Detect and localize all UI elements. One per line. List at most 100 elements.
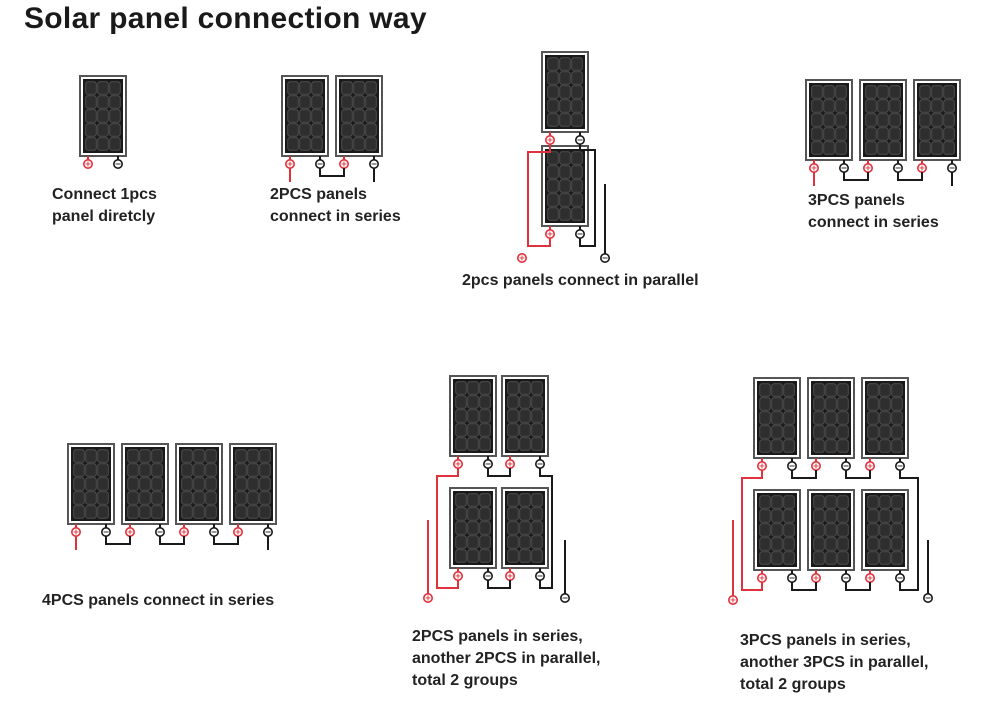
terminal-symbol: − (843, 574, 850, 583)
solar-cell (837, 509, 849, 523)
solar-cell (181, 491, 193, 505)
solar-cell (879, 397, 891, 411)
caption-line: another 2PCS in parallel, (412, 650, 601, 667)
solar-cell (759, 523, 771, 537)
terminal-symbol: − (211, 528, 218, 537)
negative-terminal: − (368, 159, 379, 170)
terminal-symbol: − (485, 460, 492, 469)
solar-cell (867, 411, 879, 425)
solar-panel (79, 75, 127, 160)
caption-series2: 2PCS panels connect in series (270, 184, 401, 228)
solar-cell (571, 179, 583, 193)
positive-terminal: + (864, 460, 875, 471)
solar-cell (109, 95, 121, 109)
positive-terminal: + (233, 526, 244, 537)
solar-cell (341, 81, 353, 95)
solar-cell (879, 439, 891, 453)
solar-cell (235, 477, 247, 491)
solar-cell (813, 537, 825, 551)
solar-cell (837, 523, 849, 537)
solar-cell (299, 81, 311, 95)
solar-cell (479, 381, 491, 395)
solar-cell (85, 95, 97, 109)
solar-cell (559, 85, 571, 99)
negative-wire (791, 470, 817, 479)
caption-line: another 3PCS in parallel, (740, 654, 929, 671)
solar-cell (879, 551, 891, 565)
terminal-symbol: − (789, 574, 796, 583)
solar-cell (931, 141, 943, 155)
solar-cell (559, 207, 571, 221)
negative-terminal: − (894, 572, 905, 583)
solar-cell (507, 493, 519, 507)
solar-cell (825, 523, 837, 537)
solar-cell (287, 137, 299, 151)
terminal-symbol: + (759, 462, 766, 471)
solar-cell (867, 537, 879, 551)
negative-wire (159, 536, 185, 545)
solar-cell (311, 109, 323, 123)
solar-cell (151, 477, 163, 491)
positive-terminal: + (284, 159, 295, 170)
solar-cell (825, 537, 837, 551)
solar-cell (877, 85, 889, 99)
negative-wire (791, 582, 817, 591)
solar-cell (341, 137, 353, 151)
solar-cell (299, 95, 311, 109)
solar-cell (365, 81, 377, 95)
solar-cell (531, 395, 543, 409)
solar-cell (835, 127, 847, 141)
positive-terminal: + (179, 526, 190, 537)
solar-cell (889, 141, 901, 155)
solar-cell (813, 495, 825, 509)
solar-cell (467, 437, 479, 451)
solar-cell (835, 99, 847, 113)
solar-cell (85, 491, 97, 505)
terminal-ring (113, 159, 124, 170)
solar-cell (559, 113, 571, 127)
solar-cell (151, 491, 163, 505)
solar-cell (783, 411, 795, 425)
negative-terminal: − (262, 526, 273, 537)
terminal-symbol: + (759, 574, 766, 583)
solar-panel (805, 79, 853, 164)
solar-panel (449, 487, 497, 572)
solar-cell (891, 523, 903, 537)
terminal-ring (727, 594, 738, 605)
solar-cell (73, 449, 85, 463)
solar-cell (919, 141, 931, 155)
solar-cell (531, 549, 543, 563)
positive-wire (527, 144, 551, 247)
solar-cell (479, 549, 491, 563)
terminal-symbol: − (949, 164, 956, 173)
solar-cell (783, 495, 795, 509)
solar-cell (837, 425, 849, 439)
solar-cell (519, 381, 531, 395)
terminal-symbol: + (507, 572, 514, 581)
terminal-symbol: − (265, 528, 272, 537)
solar-cell (811, 141, 823, 155)
solar-cell (531, 535, 543, 549)
negative-wire (845, 582, 871, 591)
solar-cell (571, 165, 583, 179)
solar-cell (519, 521, 531, 535)
solar-cell (85, 463, 97, 477)
solar-cell (85, 109, 97, 123)
solar-cell (151, 505, 163, 519)
solar-cell (837, 397, 849, 411)
solar-cell (97, 109, 109, 123)
solar-cell (867, 439, 879, 453)
solar-cell (467, 381, 479, 395)
solar-panel (175, 443, 223, 528)
solar-cell (507, 535, 519, 549)
solar-cell (365, 123, 377, 137)
solar-cell (151, 449, 163, 463)
solar-cell (519, 535, 531, 549)
negative-wire (843, 172, 869, 181)
solar-cell (341, 123, 353, 137)
solar-cell (259, 491, 271, 505)
solar-cell (877, 141, 889, 155)
terminal-symbol: − (897, 462, 904, 471)
solar-cell (479, 521, 491, 535)
solar-cell (109, 137, 121, 151)
